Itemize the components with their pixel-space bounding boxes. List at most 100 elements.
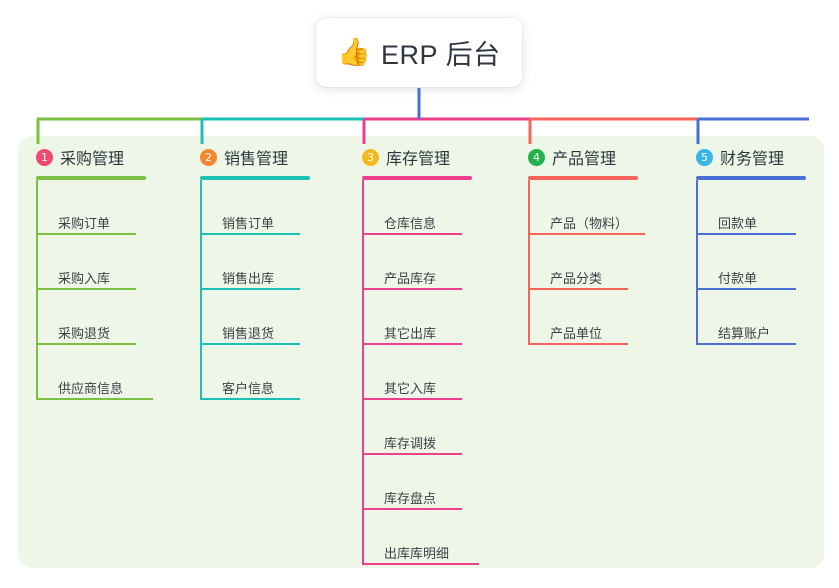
item-label: 其它入库 xyxy=(384,381,437,396)
column-title-5: 财务管理 xyxy=(720,151,785,168)
item-underline xyxy=(36,343,136,345)
column-badge-1: 1 xyxy=(36,148,53,166)
item-spine xyxy=(362,180,364,235)
list-item[interactable]: 付款单 xyxy=(696,235,839,290)
column-badge-5: 5 xyxy=(696,148,713,166)
column-header-1[interactable]: 1 采购管理 xyxy=(28,144,198,170)
item-underline xyxy=(528,288,628,290)
item-spine xyxy=(36,345,38,400)
item-spine xyxy=(362,455,364,510)
item-spine xyxy=(36,180,38,235)
item-underline xyxy=(362,398,462,400)
column-underline-2 xyxy=(200,176,310,180)
list-item[interactable]: 采购退货 xyxy=(36,290,198,345)
item-spine xyxy=(362,290,364,345)
item-label: 产品分类 xyxy=(550,271,603,286)
root-node-card[interactable]: 👍 ERP 后台 xyxy=(316,18,522,87)
column-header-3[interactable]: 3 库存管理 xyxy=(354,144,524,170)
list-item[interactable]: 库存调拨 xyxy=(362,400,524,455)
item-label: 销售退货 xyxy=(222,326,275,341)
column-title-3: 库存管理 xyxy=(386,151,451,168)
item-label: 付款单 xyxy=(718,271,758,286)
list-item[interactable]: 销售出库 xyxy=(200,235,362,290)
column-1: 1 采购管理采购订单采购入库采购退货供应商信息 xyxy=(28,144,198,400)
item-spine xyxy=(36,290,38,345)
item-underline xyxy=(528,233,645,235)
list-item[interactable]: 回款单 xyxy=(696,180,839,235)
column-badge-3: 3 xyxy=(362,148,379,166)
list-item[interactable]: 产品（物料） xyxy=(528,180,690,235)
list-item[interactable]: 产品库存 xyxy=(362,235,524,290)
column-items-4: 产品（物料） 产品分类产品单位 xyxy=(520,180,690,345)
item-spine xyxy=(362,400,364,455)
item-spine xyxy=(362,510,364,565)
item-underline xyxy=(362,508,462,510)
list-item[interactable]: 采购订单 xyxy=(36,180,198,235)
item-label: 供应商信息 xyxy=(58,381,124,396)
column-underline-5 xyxy=(696,176,806,180)
item-underline xyxy=(200,233,300,235)
item-label: 销售订单 xyxy=(222,216,275,231)
item-label: 销售出库 xyxy=(222,271,275,286)
item-label: 采购订单 xyxy=(58,216,111,231)
list-item[interactable]: 销售退货 xyxy=(200,290,362,345)
item-label: 出库库明细 xyxy=(384,546,450,561)
item-underline xyxy=(362,343,462,345)
list-item[interactable]: 其它入库 xyxy=(362,345,524,400)
page-title: ERP 后台 xyxy=(381,40,501,70)
item-label: 库存盘点 xyxy=(384,491,437,506)
item-spine xyxy=(362,345,364,400)
item-spine xyxy=(362,235,364,290)
item-label: 采购退货 xyxy=(58,326,111,341)
list-item[interactable]: 产品单位 xyxy=(528,290,690,345)
column-items-2: 销售订单销售出库销售退货客户信息 xyxy=(192,180,362,400)
list-item[interactable]: 结算账户 xyxy=(696,290,839,345)
item-spine xyxy=(528,290,530,345)
list-item[interactable]: 客户信息 xyxy=(200,345,362,400)
item-spine xyxy=(528,235,530,290)
column-title-4: 产品管理 xyxy=(552,151,617,168)
column-items-1: 采购订单采购入库采购退货供应商信息 xyxy=(28,180,198,400)
column-items-3: 仓库信息产品库存其它出库其它入库库存调拨库存盘点出库库明细 xyxy=(354,180,524,565)
item-underline xyxy=(362,453,462,455)
item-underline xyxy=(696,288,796,290)
list-item[interactable]: 供应商信息 xyxy=(36,345,198,400)
item-spine xyxy=(36,235,38,290)
column-underline-4 xyxy=(528,176,638,180)
item-spine xyxy=(696,290,698,345)
item-label: 库存调拨 xyxy=(384,436,437,451)
item-underline xyxy=(362,233,462,235)
item-underline xyxy=(696,343,796,345)
list-item[interactable]: 出库库明细 xyxy=(362,510,524,565)
diagram-panel xyxy=(18,136,824,568)
item-underline xyxy=(200,343,300,345)
column-title-1: 采购管理 xyxy=(60,151,125,168)
column-title-2: 销售管理 xyxy=(224,151,289,168)
list-item[interactable]: 库存盘点 xyxy=(362,455,524,510)
column-badge-4: 4 xyxy=(528,148,545,166)
item-spine xyxy=(200,290,202,345)
item-label: 产品单位 xyxy=(550,326,603,341)
list-item[interactable]: 其它出库 xyxy=(362,290,524,345)
column-header-4[interactable]: 4 产品管理 xyxy=(520,144,690,170)
list-item[interactable]: 仓库信息 xyxy=(362,180,524,235)
item-spine xyxy=(200,345,202,400)
item-underline xyxy=(36,398,153,400)
item-label: 仓库信息 xyxy=(384,216,437,231)
item-label: 客户信息 xyxy=(222,381,275,396)
column-5: 5 财务管理回款单付款单结算账户 xyxy=(688,144,839,345)
item-spine xyxy=(200,235,202,290)
list-item[interactable]: 采购入库 xyxy=(36,235,198,290)
item-spine xyxy=(528,180,530,235)
item-label: 产品（物料） xyxy=(550,216,629,231)
list-item[interactable]: 产品分类 xyxy=(528,235,690,290)
item-spine xyxy=(200,180,202,235)
column-underline-3 xyxy=(362,176,472,180)
list-item[interactable]: 销售订单 xyxy=(200,180,362,235)
column-header-5[interactable]: 5 财务管理 xyxy=(688,144,839,170)
column-underline-1 xyxy=(36,176,146,180)
